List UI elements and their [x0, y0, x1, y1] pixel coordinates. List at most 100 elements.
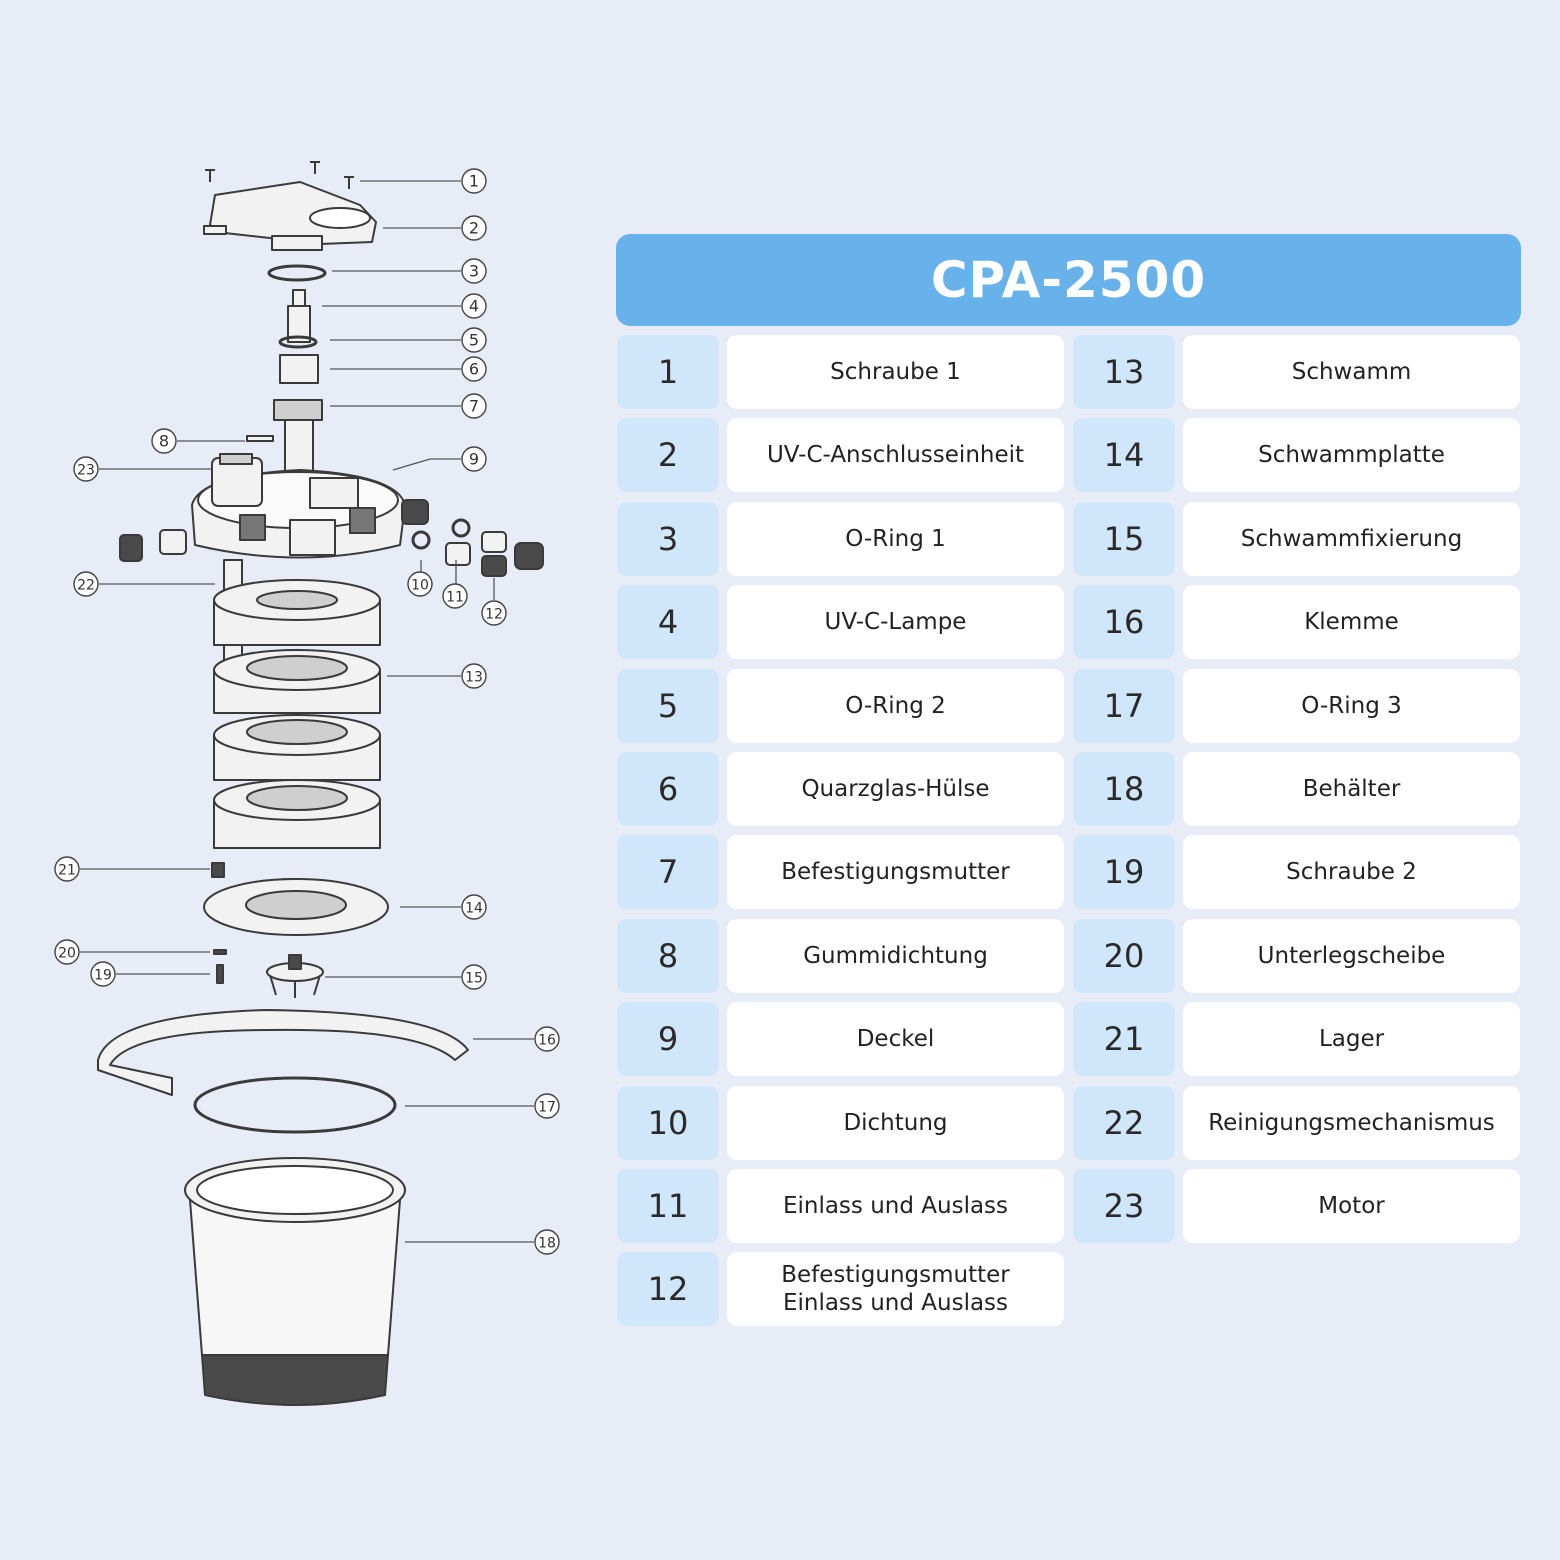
part-clamp [97, 1009, 469, 1096]
part-name-18: Behälter [1183, 752, 1520, 826]
part-sponges [213, 579, 381, 849]
part-name-6: Quarzglas-Hülse [727, 752, 1064, 826]
part-name-12: Befestigungsmutter Einlass und Auslass [727, 1252, 1064, 1327]
part-number-20: 20 [1073, 918, 1175, 993]
part-screws-top [205, 161, 354, 189]
callout-9: 9 [461, 446, 487, 472]
part-number-8: 8 [617, 918, 719, 993]
callout-7: 7 [461, 393, 487, 419]
callout-label-19: 19 [94, 968, 112, 984]
part-name-8: Gummidichtung [727, 918, 1064, 993]
part-name-4: UV-C-Lampe [727, 585, 1064, 660]
part-bearing [211, 862, 225, 878]
callout-15: 15 [461, 964, 487, 990]
part-uvc-lamp [287, 289, 311, 343]
part-number-16: 16 [1073, 585, 1175, 660]
part-motor [211, 453, 263, 507]
part-number-12: 12 [617, 1252, 719, 1327]
callout-label-10: 10 [411, 578, 429, 594]
callout-label-17: 17 [538, 1100, 556, 1116]
part-name-5: O-Ring 2 [727, 668, 1064, 743]
part-name-22: Reinigungsmechanismus [1183, 1085, 1520, 1160]
callout-5: 5 [461, 327, 487, 353]
part-name-17: O-Ring 3 [1183, 668, 1520, 743]
part-number-18: 18 [1073, 752, 1175, 826]
callout-label-2: 2 [469, 219, 479, 238]
part-number-6: 6 [617, 752, 719, 826]
callout-6: 6 [461, 356, 487, 382]
part-number-15: 15 [1073, 501, 1175, 576]
part-screw-2 [216, 964, 224, 984]
callout-22: 22 [73, 571, 99, 597]
callout-label-1: 1 [469, 172, 479, 191]
callout-label-11: 11 [446, 590, 464, 606]
part-name-2: UV-C-Anschlusseinheit [727, 418, 1064, 493]
part-washer [213, 949, 227, 955]
part-name-11: Einlass und Auslass [727, 1169, 1064, 1243]
part-number-14: 14 [1073, 418, 1175, 493]
callout-8: 8 [151, 428, 177, 454]
callout-16: 16 [534, 1026, 560, 1052]
callout-label-6: 6 [469, 360, 479, 379]
part-sponge-fixing [266, 954, 324, 998]
part-name-16: Klemme [1183, 585, 1520, 660]
callout-13: 13 [461, 663, 487, 689]
callout-2: 2 [461, 215, 487, 241]
part-number-1: 1 [617, 335, 719, 409]
callout-label-12: 12 [485, 607, 503, 623]
part-number-9: 9 [617, 1002, 719, 1077]
part-container [184, 1157, 406, 1406]
part-number-22: 22 [1073, 1085, 1175, 1160]
callout-label-13: 13 [465, 670, 483, 686]
callout-10: 10 [407, 571, 433, 597]
callout-23: 23 [73, 456, 99, 482]
part-lid [191, 469, 406, 559]
callout-label-5: 5 [469, 331, 479, 350]
part-name-21: Lager [1183, 1002, 1520, 1077]
callout-1: 1 [461, 168, 487, 194]
callout-label-14: 14 [465, 901, 483, 917]
part-number-4: 4 [617, 585, 719, 660]
callout-label-21: 21 [58, 863, 76, 879]
part-number-21: 21 [1073, 1002, 1175, 1077]
callout-14: 14 [461, 894, 487, 920]
part-name-9: Deckel [727, 1002, 1064, 1077]
callout-12: 12 [481, 600, 507, 626]
part-number-11: 11 [617, 1169, 719, 1243]
part-sponge-plate [203, 878, 389, 936]
part-name-3: O-Ring 1 [727, 501, 1064, 576]
part-number-3: 3 [617, 501, 719, 576]
part-uvc-connection-unit [203, 181, 377, 251]
part-inlet-outlet-fittings [119, 499, 544, 577]
part-name-20: Unterlegscheibe [1183, 918, 1520, 993]
callout-label-15: 15 [465, 971, 483, 987]
part-o-ring-3 [193, 1076, 397, 1134]
part-o-ring-1 [267, 264, 327, 282]
part-name-23: Motor [1183, 1169, 1520, 1243]
part-fixing-nut [273, 399, 323, 421]
callout-label-20: 20 [58, 946, 76, 962]
part-number-2: 2 [617, 418, 719, 493]
callout-label-4: 4 [469, 297, 479, 316]
part-number-23: 23 [1073, 1169, 1175, 1243]
callout-label-7: 7 [469, 397, 479, 416]
callout-17: 17 [534, 1093, 560, 1119]
part-number-5: 5 [617, 668, 719, 743]
part-number-7: 7 [617, 835, 719, 910]
part-number-19: 19 [1073, 835, 1175, 910]
part-number-17: 17 [1073, 668, 1175, 743]
callout-4: 4 [461, 293, 487, 319]
callout-label-23: 23 [77, 463, 95, 479]
part-name-7: Befestigungsmutter [727, 835, 1064, 910]
callout-label-8: 8 [159, 432, 169, 451]
callout-19: 19 [90, 961, 116, 987]
part-name-15: Schwammfixierung [1183, 501, 1520, 576]
callout-label-22: 22 [77, 578, 95, 594]
part-name-19: Schraube 2 [1183, 835, 1520, 910]
part-number-13: 13 [1073, 335, 1175, 409]
callout-3: 3 [461, 258, 487, 284]
callout-label-9: 9 [469, 450, 479, 469]
part-rubber-seal [246, 435, 274, 442]
callout-label-16: 16 [538, 1033, 556, 1049]
